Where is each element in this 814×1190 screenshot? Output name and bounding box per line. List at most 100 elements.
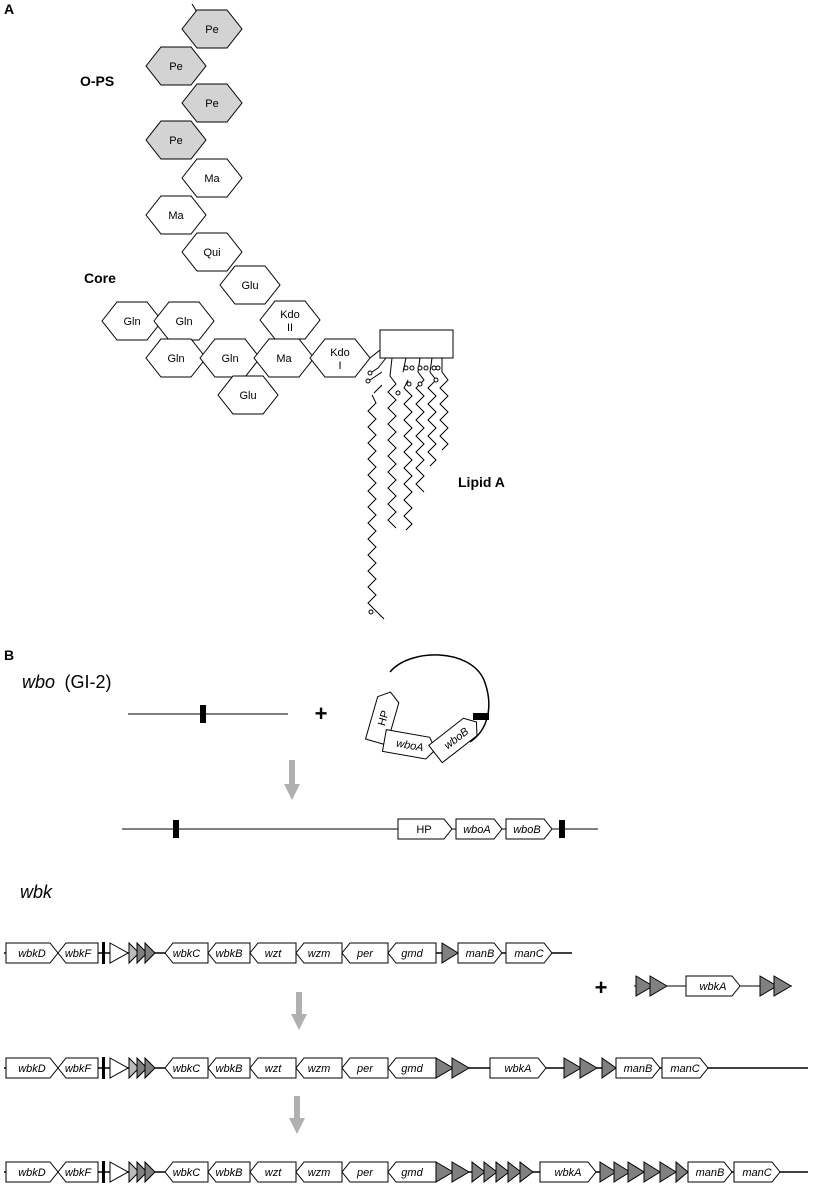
wbk-row-insertion-gene-wbkc-label: wbkC	[173, 1063, 201, 1075]
hex-kdo-2-label-2: II	[287, 322, 293, 334]
wbk-row-original-gene-manc: manC	[505, 942, 553, 964]
wbo-result-gene-hp-label: HP	[416, 824, 431, 836]
hex-kdo-1-label-2: I	[338, 360, 341, 372]
wbk-row-expanded-gene-manc: manC	[733, 1161, 781, 1183]
hex-pe-3-label: Pe	[205, 98, 218, 110]
hex-ma-core: Ma	[253, 338, 315, 378]
wbk-row-insertion-gene-wbkd-label: wbkD	[18, 1063, 46, 1075]
wbo-title: wbo (GI-2)	[22, 672, 111, 692]
wbk-row-insertion-gene-wbka: wbkA	[489, 1057, 547, 1079]
wbk-row-expanded-repeat-a	[136, 1160, 148, 1184]
wbk-row-insertion-repeat-f	[579, 1057, 598, 1079]
wbk-row-expanded-gene-wbka: wbkA	[539, 1161, 597, 1183]
hex-kdo-1-label-1: Kdo	[330, 347, 350, 359]
wbk-row-insertion-gene-manc: manC	[661, 1057, 709, 1079]
wbk-row-insertion-repeat-d	[451, 1057, 470, 1079]
wbo-plasmid-gene-wboa: wboA	[381, 729, 437, 760]
fatty-acid-tail-2	[387, 357, 401, 529]
hex-pe-2-label: Pe	[169, 61, 182, 73]
hex-gln-2-label: Gln	[175, 316, 192, 328]
hex-gln-4-label: Gln	[221, 353, 238, 365]
hex-kdo-2-label-1: Kdo	[280, 309, 300, 321]
wbk-row-original-repeat-a	[136, 941, 148, 965]
wbk-title: wbk	[20, 882, 53, 902]
lipid-a-tails	[365, 357, 449, 620]
wbk-row-insertion-gene-wbkb-label: wbkB	[216, 1063, 243, 1075]
wbo-plasmid-site	[473, 713, 489, 720]
wbk-row-original-light-triangle	[128, 941, 140, 965]
wbk-row-original-gene-manc-label: manC	[514, 948, 543, 960]
wbk-row-expanded-site-bar	[102, 1161, 105, 1183]
wbk-row-expanded-small-repeat-1	[483, 1160, 498, 1184]
hex-ma-core-label: Ma	[276, 353, 292, 365]
wbk-row-expanded-small-repeat-2	[495, 1160, 510, 1184]
wbk-row-expanded-repeat-e4	[659, 1161, 677, 1183]
wbk-row-expanded-gene-wbkc-label: wbkC	[173, 1167, 201, 1179]
hex-gln-4: Gln	[199, 338, 261, 378]
wbk-row-expanded-gene-wbkf: wbkF	[57, 1161, 99, 1183]
hex-ma-2-label: Ma	[168, 210, 184, 222]
lipid-a-link	[369, 349, 381, 359]
wbk-row-expanded-repeat-e1	[613, 1161, 631, 1183]
wbk-row-expanded-gene-wbkd: wbkD	[5, 1161, 59, 1183]
wbo-plus: +	[315, 701, 328, 726]
wbk-cassette-gene-wbka: wbkA	[685, 975, 741, 997]
wbk-row-expanded-gene-wbkb: wbkB	[207, 1161, 251, 1183]
wbk-row-original-gene-manb-label: manB	[466, 948, 495, 960]
wbk-row-insertion-gene-wbkd: wbkD	[5, 1057, 59, 1079]
label-lipid-a: Lipid A	[458, 474, 505, 490]
hex-gln-3-label: Gln	[167, 353, 184, 365]
wbk-row-insertion-repeat-c	[435, 1057, 454, 1079]
wbk-row-expanded-gene-wbkb-label: wbkB	[216, 1167, 243, 1179]
wbk-row-original-gene-wbkf: wbkF	[57, 942, 99, 964]
wbo-result-site-1	[173, 820, 179, 838]
wbk-row-insertion-gene-gmd: gmd	[387, 1057, 437, 1079]
wbo-plasmid-circle	[389, 654, 490, 743]
wbk-row-expanded-gene-wbkc: wbkC	[164, 1161, 209, 1183]
panel-label-a: A	[4, 1, 14, 17]
wbo-result-gene-wboa: wboA	[455, 818, 503, 840]
wbk-row-expanded-gene-manc-label: manC	[742, 1167, 771, 1179]
wbk-row-insertion-gene-wzt: wzt	[249, 1057, 297, 1079]
wbk-cassette-gene-wbka-label: wbkA	[700, 981, 727, 993]
fatty-acid-tail-5	[427, 357, 441, 467]
wbk-row-expanded-gene-wbkd-label: wbkD	[18, 1167, 46, 1179]
wbk-row-insertion-gene-wbkf: wbkF	[57, 1057, 99, 1079]
wbk-row-insertion-gene-wbkc: wbkC	[164, 1057, 209, 1079]
hex-pe-2: Pe	[145, 46, 207, 86]
wbk-row-expanded-small-repeat-3	[507, 1160, 522, 1184]
wbk-down-arrow-1	[291, 992, 307, 1030]
fatty-acid-tail-3	[402, 357, 415, 531]
label-core: Core	[84, 270, 116, 286]
wbk-row-expanded-repeat-f	[675, 1160, 689, 1184]
wbk-row-original-site-bar	[102, 942, 105, 964]
wbk-row-insertion-gene-wbkf-label: wbkF	[65, 1063, 93, 1075]
hex-gln-1-label: Gln	[123, 316, 140, 328]
wbk-row-expanded-repeat-c0	[435, 1161, 454, 1183]
hex-pe-1: Pe	[181, 9, 243, 49]
hex-qui-label: Qui	[203, 247, 220, 259]
wbo-result-gene-wbob-label: wboB	[513, 824, 541, 836]
wbk-row-original-gene-wbkc: wbkC	[164, 942, 209, 964]
wbk-row-insertion-gene-per-label: per	[356, 1063, 374, 1075]
wbk-row-insertion-repeat-a	[136, 1056, 148, 1080]
wbk-row-expanded-small-repeat-0	[471, 1160, 486, 1184]
wbk-plus: +	[595, 975, 608, 1000]
wbk-row-insertion-repeat-e	[563, 1057, 582, 1079]
wbk-down-arrow-2	[289, 1096, 305, 1134]
wbo-result-site-2	[559, 820, 565, 838]
wbk-insertion-cassette: wbkA	[634, 975, 792, 997]
wbk-cassette-repeat-4	[773, 975, 792, 997]
wbk-row-expanded-gene-wzm: wzm	[295, 1161, 343, 1183]
wbk-row-expanded-gene-per: per	[341, 1161, 389, 1183]
wbk-cassette-repeat-3	[759, 975, 778, 997]
wbk-row-original-gene-wbkf-label: wbkF	[65, 948, 93, 960]
wbk-row-original-gene-wbkd: wbkD	[5, 942, 59, 964]
wbk-row-original-gene-wbkc-label: wbkC	[173, 948, 201, 960]
hex-pe-4-label: Pe	[169, 135, 182, 147]
wbk-row-original-gene-wbkb: wbkB	[207, 942, 251, 964]
hex-kdo-2: Kdo II	[259, 300, 321, 340]
wbk-row-insertion-repeat-b	[144, 1056, 156, 1080]
